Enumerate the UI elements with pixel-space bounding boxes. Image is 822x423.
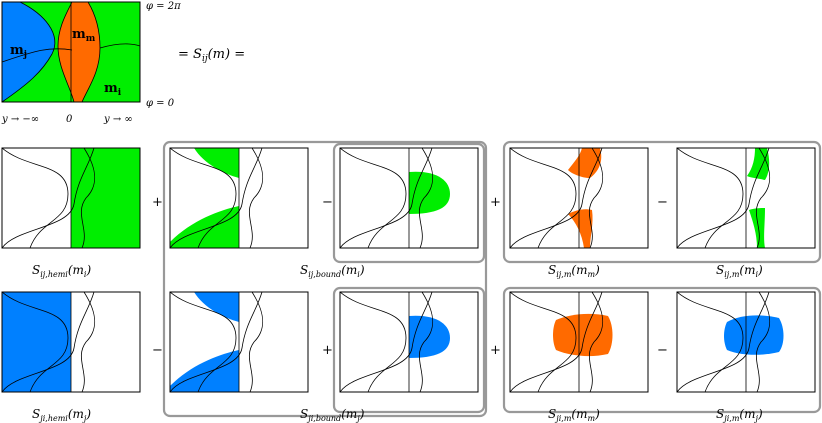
panel-r2-bound-b xyxy=(339,291,479,393)
shaded-region xyxy=(553,313,613,357)
caption-r2-bound: Sji,bound(mj) xyxy=(300,407,365,423)
shaded-region xyxy=(568,148,602,248)
r2-operator-plus-1: + xyxy=(322,343,333,358)
panel-border xyxy=(1,291,141,393)
region-m-fill xyxy=(58,2,100,102)
bound-group-frame xyxy=(162,140,488,418)
caption-r2-mm: Sji,m(mm) xyxy=(548,407,600,423)
panel-r2-bound-a xyxy=(169,291,309,393)
phi-bottom-label: φ = 0 xyxy=(146,98,175,109)
r2-bound-plus-frame xyxy=(332,286,486,414)
r1-operator-plus-2: + xyxy=(490,195,501,210)
r1-operator-minus-2: − xyxy=(657,195,668,210)
shaded-region xyxy=(71,148,140,248)
shaded-region xyxy=(2,292,71,392)
shaded-region xyxy=(409,315,450,358)
panel-border xyxy=(676,291,816,393)
boundary-curve xyxy=(340,292,407,392)
panel-border xyxy=(509,291,649,393)
panel-border xyxy=(339,291,479,393)
panel-r1-mm xyxy=(509,147,649,249)
panel-border xyxy=(169,291,309,393)
r2-m-group-frame xyxy=(502,286,822,414)
main-equation: = Sij(m) = xyxy=(178,47,245,64)
panel-r1-mi xyxy=(676,147,816,249)
main-panel xyxy=(1,1,141,103)
shaded-region xyxy=(724,315,784,355)
panel-r2-mm xyxy=(509,291,649,393)
boundary-curve xyxy=(2,148,69,248)
r1-m-group-frame xyxy=(502,140,822,264)
panel-border xyxy=(1,147,141,249)
region-i-label: mi xyxy=(104,81,122,98)
y-center-label: 0 xyxy=(66,114,73,125)
boundary-curve xyxy=(510,148,577,248)
panel-r2-mj xyxy=(676,291,816,393)
boundary-curve xyxy=(340,148,407,248)
panel-r2-hemi xyxy=(1,291,141,393)
y-right-label: y → ∞ xyxy=(103,114,133,125)
y-left-label: y → −∞ xyxy=(1,114,39,125)
region-j-fill xyxy=(2,2,55,102)
panel-r1-bound-b xyxy=(339,147,479,249)
r2-operator-minus-2: − xyxy=(657,343,668,358)
shaded-region xyxy=(409,171,450,214)
panel-border xyxy=(509,147,649,249)
shaded-region xyxy=(170,148,239,248)
boundary-curve xyxy=(677,148,744,248)
panel-border xyxy=(169,147,309,249)
region-j-label: mj xyxy=(10,43,27,60)
caption-r1-mm: Sij,m(mm) xyxy=(548,263,600,279)
r1-operator-minus-1: − xyxy=(322,195,333,210)
r2-operator-minus-1: − xyxy=(152,343,163,358)
shaded-region xyxy=(747,148,770,248)
panel-r1-bound-a xyxy=(169,147,309,249)
caption-r2-mj: Sji,m(mj) xyxy=(716,407,763,423)
panel-border xyxy=(676,147,816,249)
caption-r1-bound: Sij,bound(mi) xyxy=(300,263,365,279)
caption-r2-hemi: Sji,hemi(mj) xyxy=(32,407,91,423)
phi-top-label: φ = 2π xyxy=(146,1,181,12)
shaded-region xyxy=(170,292,239,392)
caption-r1-hemi: Sij,hemi(mi) xyxy=(32,263,91,279)
region-m-label: mm xyxy=(72,27,96,44)
panel-border xyxy=(339,147,479,249)
caption-r1-mi: Sij,m(mi) xyxy=(716,263,763,279)
r1-bound-minus-frame xyxy=(332,142,486,264)
r2-operator-plus-2: + xyxy=(490,343,501,358)
r1-operator-plus-1: + xyxy=(152,195,163,210)
panel-r1-hemi xyxy=(1,147,141,249)
